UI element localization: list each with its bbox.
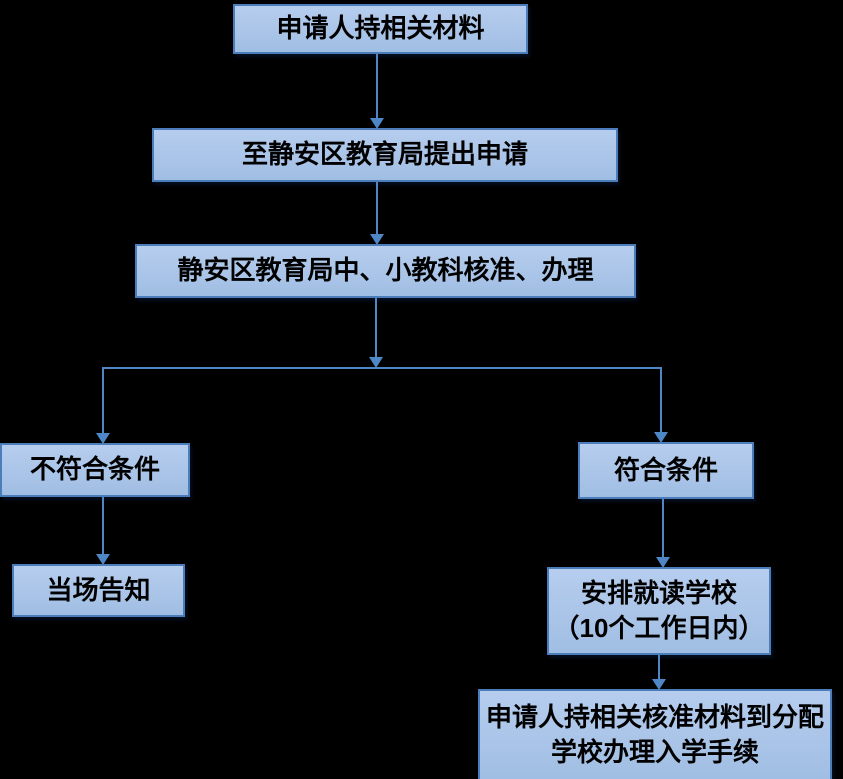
connector-line [376,54,378,118]
arrowhead-down-icon [370,234,384,245]
node-not-eligible: 不符合条件 [0,443,190,497]
node-label: 当场告知 [46,574,151,605]
connector-line [658,655,660,679]
node-enroll: 申请人持相关核准材料到分配 学校办理入学手续 [478,689,832,779]
node-label-line2: （10个工作日内） [553,613,765,643]
node-label: 静安区教育局中、小教科核准、办理 [177,255,594,286]
node-review: 静安区教育局中、小教科核准、办理 [135,244,636,298]
arrowhead-down-icon [96,554,110,565]
node-label: 符合条件 [613,454,718,485]
node-label-line1: 安排就读学校 [580,577,737,608]
node-materials: 申请人持相关材料 [233,4,528,54]
node-arrange: 安排就读学校 （10个工作日内） [547,567,771,655]
node-label: 至静安区教育局提出申请 [241,139,528,170]
arrowhead-down-icon [652,679,666,690]
connector-line [660,369,662,432]
connector-line [102,369,104,433]
node-label-line1: 申请人持相关核准材料到分配 [485,701,824,732]
connector-line [376,182,378,234]
node-inform: 当场告知 [12,564,185,617]
node-eligible: 符合条件 [578,442,754,499]
node-apply: 至静安区教育局提出申请 [152,128,618,182]
arrowhead-down-icon [654,432,668,443]
connector-line [102,497,104,554]
arrowhead-down-icon [370,118,384,129]
node-label-line2: 学校办理入学手续 [550,737,759,767]
node-label: 申请人持相关材料 [276,13,485,44]
arrowhead-down-icon [369,357,383,368]
arrowhead-down-icon [96,433,110,444]
branch-connector-line [102,367,662,369]
node-label: 不符合条件 [29,454,160,485]
connector-line [662,499,664,557]
arrowhead-down-icon [656,557,670,568]
connector-line [375,298,377,357]
